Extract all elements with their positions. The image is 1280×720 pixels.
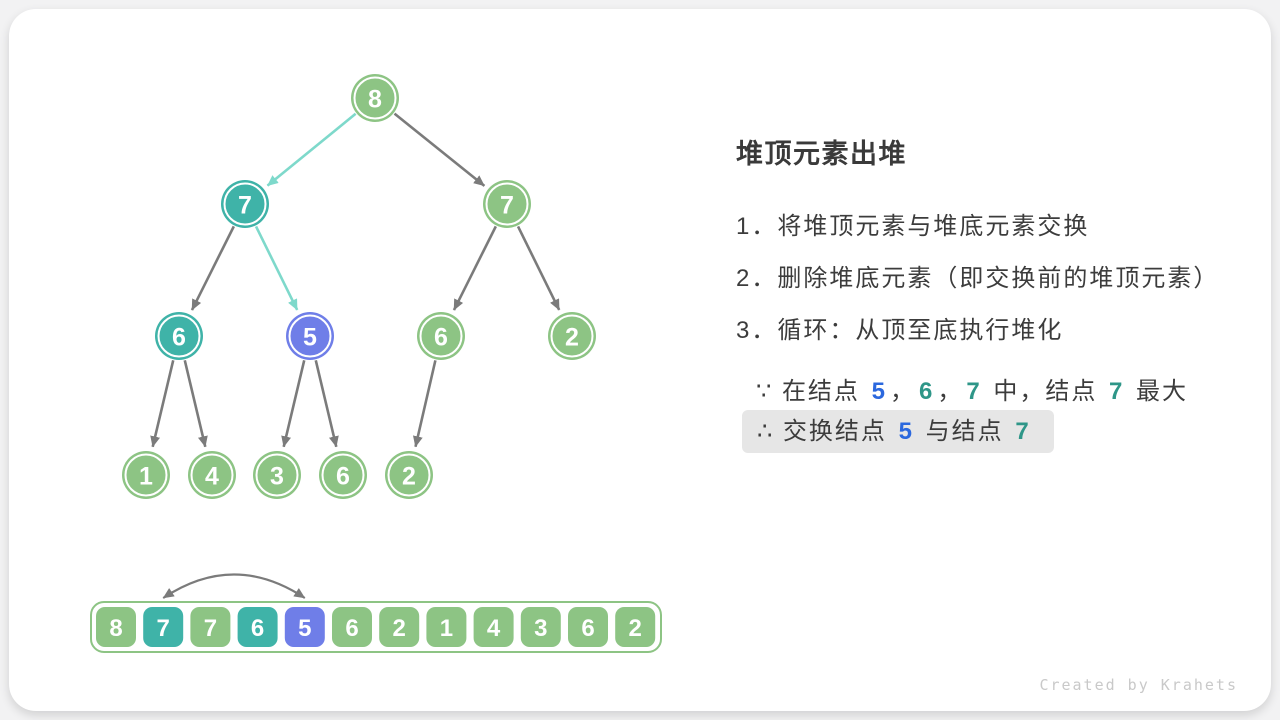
swap-arc [162, 573, 306, 599]
step-item-2: 2．删除堆底元素（即交换前的堆顶元素） [736, 265, 1220, 292]
node-ref-teal: 7 [966, 378, 982, 405]
tree-node: 2 [548, 312, 596, 360]
tree-edge [183, 360, 208, 448]
step-item-3: 3．循环：从顶至底执行堆化 [736, 317, 1064, 344]
tree-node-value: 8 [368, 86, 382, 114]
tree-node: 6 [155, 312, 203, 360]
tree-node: 3 [253, 451, 301, 499]
tree-edge [393, 112, 486, 187]
reason-text: ， [889, 378, 916, 405]
panel-title: 堆顶元素出堆 [736, 139, 907, 169]
tree-node: 7 [483, 180, 531, 228]
tree-node: 1 [122, 451, 170, 499]
array-cell: 3 [520, 607, 561, 647]
tree-node: 8 [351, 74, 399, 122]
array-cell: 4 [473, 607, 514, 647]
tree-edge [254, 225, 299, 311]
tree-node: 5 [286, 312, 334, 360]
tree-edge [281, 360, 306, 448]
tree-edge [266, 112, 357, 187]
array-cell-value: 6 [581, 615, 594, 642]
node-ref-teal: 7 [1015, 418, 1031, 445]
array-cell-value: 4 [487, 615, 501, 642]
tree-edge [314, 360, 339, 448]
node-ref-teal: 6 [918, 378, 935, 405]
tree-edge [190, 225, 235, 311]
tree-node-value: 5 [303, 324, 317, 352]
reason-text: ∴ 交换结点 [757, 418, 896, 445]
node-ref-teal: 7 [1109, 378, 1125, 405]
tree-node: 4 [188, 451, 236, 499]
array-cell: 7 [190, 607, 231, 647]
reason-therefore-line-highlighted: ∴ 交换结点 5 与结点 7 [742, 410, 1054, 453]
array-cell: 2 [615, 607, 656, 647]
array-cell-value: 6 [251, 615, 264, 642]
tree-node-value: 6 [336, 463, 350, 491]
node-ref-blue: 5 [871, 378, 887, 405]
tree-node-value: 7 [500, 192, 514, 220]
step-item-1: 1．将堆顶元素与堆底元素交换 [736, 213, 1090, 240]
array-cell: 6 [568, 607, 608, 647]
array-cell-value: 5 [298, 615, 311, 642]
array-cell: 6 [237, 607, 278, 647]
tree-node-value: 7 [238, 192, 252, 220]
tree-node-value: 2 [402, 463, 416, 491]
reason-text: 与结点 [916, 418, 1013, 445]
array-cell-value: 3 [534, 615, 547, 642]
tree-node: 2 [385, 451, 433, 499]
tree-node-value: 4 [205, 463, 219, 491]
tree-edge [452, 225, 497, 311]
array-cell-value: 2 [629, 615, 642, 642]
array-cell-value: 1 [440, 615, 453, 642]
array-cell: 1 [426, 607, 467, 647]
reason-because-line: ∵ 在结点 5，6，7 中，结点 7 最大 [756, 377, 1188, 407]
tree-node: 7 [221, 180, 269, 228]
tree-node: 6 [417, 312, 465, 360]
array-cell-value: 8 [109, 615, 122, 642]
tree-node: 6 [319, 451, 367, 499]
node-ref-blue: 5 [898, 418, 914, 445]
tree-edge [150, 360, 175, 448]
tree-node-value: 1 [139, 463, 153, 491]
tree-edge [412, 360, 437, 448]
reason-text: 最大 [1127, 378, 1189, 405]
reason-text: ∵ 在结点 [756, 378, 869, 405]
reason-text: ， [937, 378, 964, 405]
array-cell: 2 [379, 607, 420, 647]
tree-edge [516, 225, 561, 311]
array-cell-value: 6 [345, 615, 358, 642]
array-cell: 8 [96, 607, 136, 647]
credit-text: Created by Krahets [1039, 676, 1238, 694]
array-cell-value: 7 [157, 615, 170, 642]
array-cell: 5 [284, 607, 325, 647]
tree-node-value: 2 [565, 324, 579, 352]
array-container [90, 601, 662, 653]
tree-node-value: 6 [434, 324, 448, 352]
reason-text: 中，结点 [984, 378, 1107, 405]
tree-node-value: 6 [172, 324, 186, 352]
tree-node-value: 3 [270, 463, 284, 491]
array-cell: 6 [332, 607, 372, 647]
array-cell-value: 2 [393, 615, 406, 642]
array-cell-value: 7 [204, 615, 217, 642]
array-cell: 7 [143, 607, 184, 647]
